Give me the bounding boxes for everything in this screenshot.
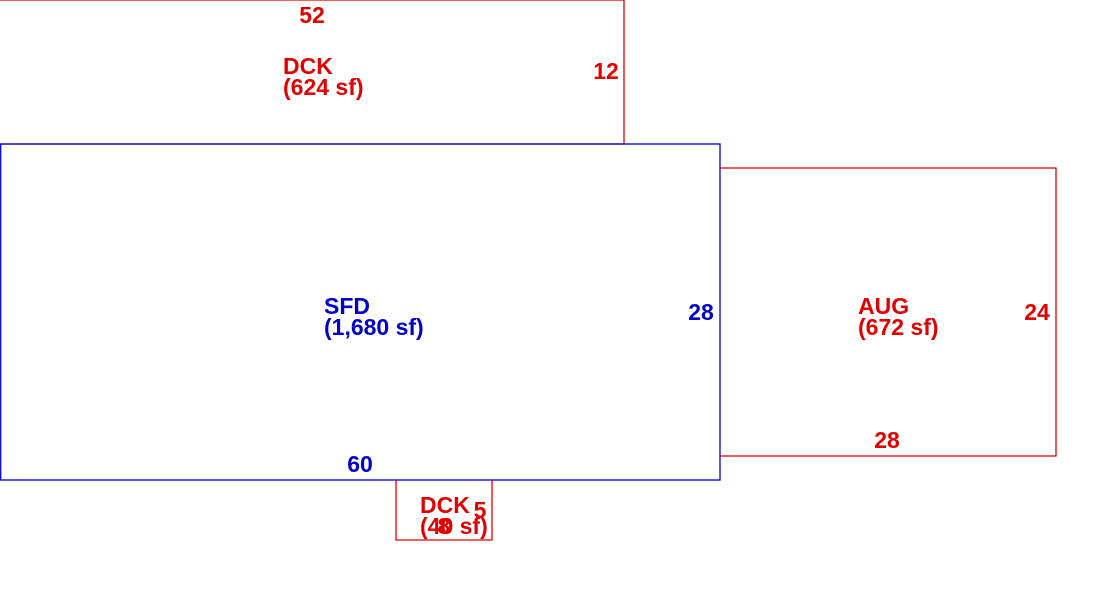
aug-area-text: (672 sf) [858,314,939,340]
deck-bottom-outline [395,480,493,541]
aug-area: AUG (672 sf) 24 28 [720,167,1057,457]
deck-bottom-area: DCK (40 sf) 5 8 [395,480,493,541]
deck-bottom-area-text: (40 sf) [420,513,488,539]
deck-top-area: 52 12 DCK (624 sf) [0,0,625,145]
aug-outline [720,167,1057,457]
deck-top-dim-top: 52 [299,2,325,28]
deck-bottom-dim-bottom: 8 [438,513,451,539]
sfd-code: SFD [324,293,370,319]
aug-code: AUG [858,293,909,319]
deck-bottom-dim-right: 5 [474,497,487,523]
sfd-area-text: (1,680 sf) [324,314,424,340]
aug-dim-bottom: 28 [874,427,900,453]
aug-dim-right: 24 [1024,299,1050,325]
sfd-outline [0,143,721,481]
deck-top-code: DCK [283,53,333,79]
deck-top-dim-right: 12 [593,58,619,84]
sfd-area: SFD (1,680 sf) 28 60 [0,143,721,481]
deck-top-area-text: (624 sf) [283,74,364,100]
sfd-dim-bottom: 60 [347,451,373,477]
sfd-dim-right: 28 [688,299,714,325]
deck-bottom-code: DCK [420,492,470,518]
